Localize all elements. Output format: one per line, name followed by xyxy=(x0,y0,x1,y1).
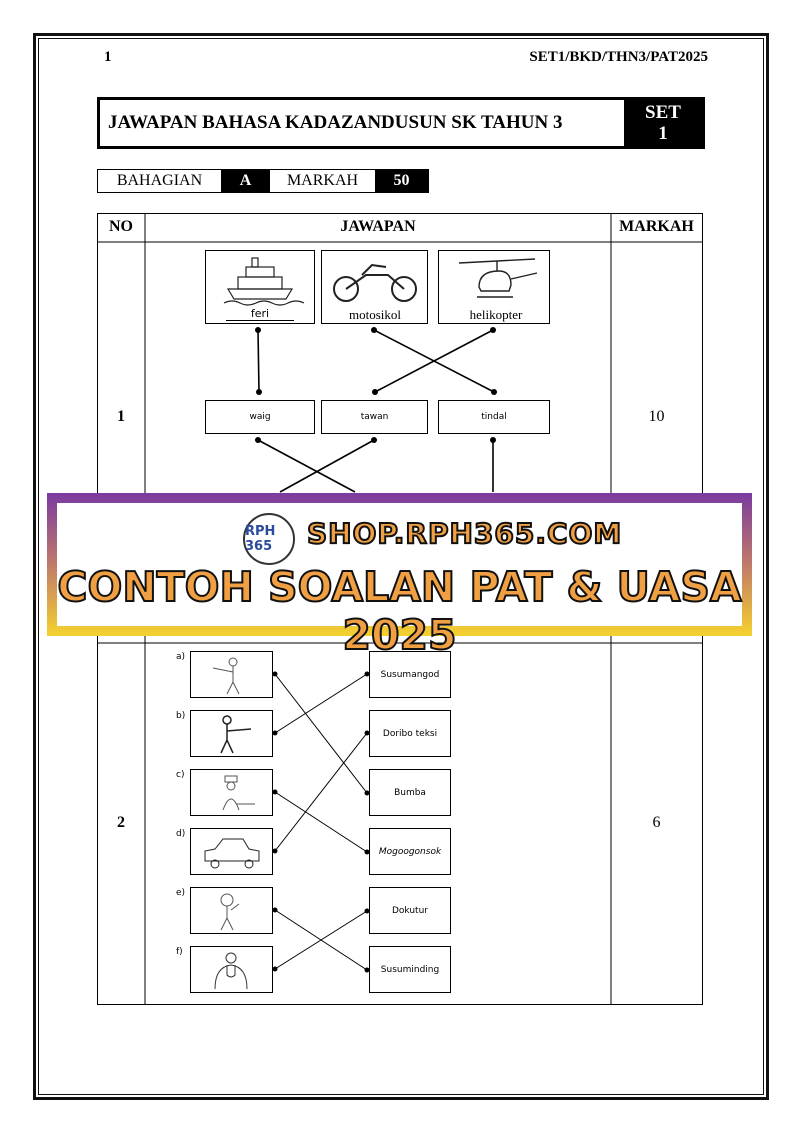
item-letter: f) xyxy=(176,947,183,957)
item-letter: b) xyxy=(176,711,186,721)
banner-headline: CONTOH SOALAN PAT & UASA 2025 xyxy=(56,562,742,660)
chef-icon xyxy=(190,769,273,816)
picture-motorcycle: motosikol xyxy=(321,250,428,324)
helicopter-icon xyxy=(458,258,538,298)
ship-icon xyxy=(223,257,305,306)
item-letter: e) xyxy=(176,888,186,898)
firefighter-icon xyxy=(190,651,273,698)
word-card: waig xyxy=(205,400,315,434)
q2-match-lines xyxy=(274,673,368,971)
answer-card: Bumba xyxy=(369,769,451,816)
word-card: tawan xyxy=(321,400,428,434)
page-number: 1 xyxy=(104,49,112,65)
section-info: BAHAGIAN A MARKAH 50 xyxy=(97,169,429,193)
taxi-icon xyxy=(190,828,273,875)
promo-banner: RPH 365 SHOP.RPH365.COM CONTOH SOALAN PA… xyxy=(47,493,752,660)
header-no: NO xyxy=(109,218,133,235)
row2-no: 2 xyxy=(117,814,125,831)
answer-card: Mogoogonsok xyxy=(369,828,451,875)
picture-helicopter: helikopter xyxy=(438,250,550,324)
q1-dots xyxy=(255,327,497,443)
answer-card: Doribo teksi xyxy=(369,710,451,757)
item-letter: a) xyxy=(176,652,186,662)
q2-dots xyxy=(272,671,370,973)
marks-value: 50 xyxy=(375,170,428,192)
rph365-logo: RPH 365 xyxy=(243,513,295,565)
motorcycle-icon xyxy=(333,263,417,302)
page-border xyxy=(33,33,769,1100)
item-letter: d) xyxy=(176,829,186,839)
word-card: tindal xyxy=(438,400,550,434)
picture-ferry: feri xyxy=(205,250,315,324)
section-label: BAHAGIAN xyxy=(116,172,203,189)
q1-match-lines xyxy=(257,329,495,493)
page-title: JAWAPAN BAHASA KADAZANDUSUN SK TAHUN 3 xyxy=(108,112,563,133)
marks-label: MARKAH xyxy=(286,172,359,189)
singer-icon xyxy=(190,887,273,934)
answer-card: Susuminding xyxy=(369,946,451,993)
section-value: A xyxy=(221,170,270,192)
doctor-icon xyxy=(190,946,273,993)
answer-card: Dokutur xyxy=(369,887,451,934)
title-box: JAWAPAN BAHASA KADAZANDUSUN SK TAHUN 3 S… xyxy=(97,97,705,149)
row1-no: 1 xyxy=(117,408,125,425)
header-answer: JAWAPAN xyxy=(340,218,416,235)
soldier-icon xyxy=(190,710,273,757)
banner-site: SHOP.RPH365.COM xyxy=(306,516,623,551)
row1-marks: 10 xyxy=(648,408,665,425)
header-marks: MARKAH xyxy=(619,218,694,235)
row2-marks: 6 xyxy=(652,814,661,831)
document-code: SET1/BKD/THN3/PAT2025 xyxy=(529,49,708,65)
answer-card: Susumangod xyxy=(369,651,451,698)
item-letter: c) xyxy=(176,770,185,780)
